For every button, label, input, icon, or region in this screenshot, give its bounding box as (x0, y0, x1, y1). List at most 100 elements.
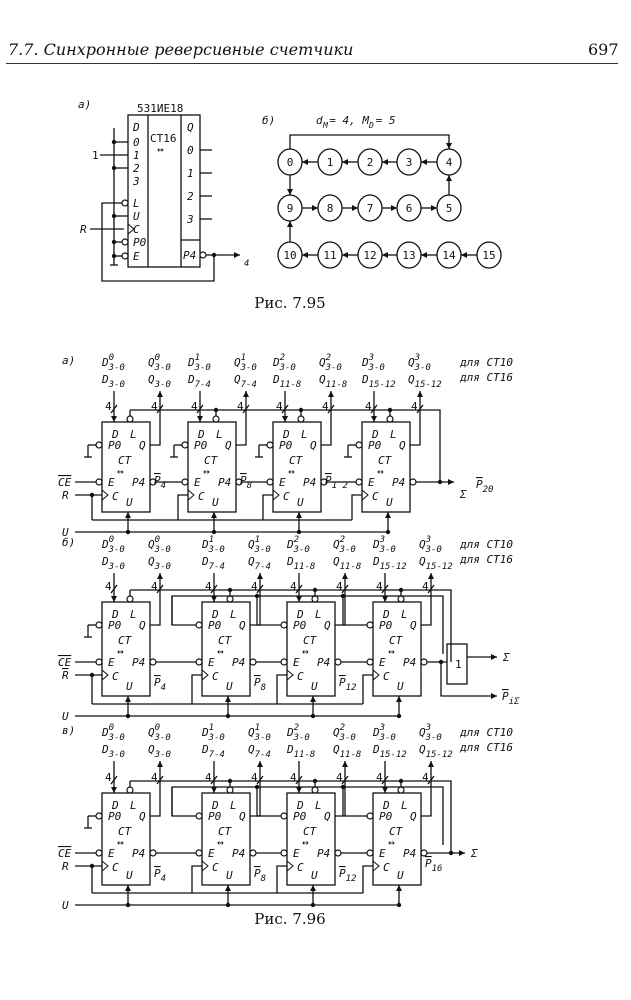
transition (289, 134, 450, 149)
pin-ct: CT (204, 454, 219, 467)
pin-u: U (311, 869, 318, 882)
direction-arrow: ↔ (288, 465, 295, 478)
bus-slash (370, 404, 378, 414)
counter-body (187, 421, 237, 513)
p0-wire (171, 596, 196, 626)
q-label-ct16: Q3-0 (148, 373, 171, 390)
arrow-head (111, 787, 117, 793)
bus-width-label: 4 (376, 580, 383, 593)
counter-body (286, 792, 336, 886)
pin-q: Q (410, 619, 417, 632)
pin-e: E (293, 847, 300, 860)
state-label: 5 (446, 202, 453, 215)
d-label-ct16: D15-12 (372, 555, 407, 572)
arrow-head (446, 143, 452, 149)
inversion-bubble (95, 621, 103, 629)
arrow-head (448, 479, 454, 485)
pin-l: L (315, 608, 322, 621)
state-label: 8 (327, 202, 334, 215)
inversion-bubble (355, 441, 363, 449)
pin-e: E (293, 656, 300, 669)
arrow-head (125, 885, 131, 891)
pin-l: L (130, 608, 137, 621)
pin-q: Q (139, 619, 146, 632)
note-ct10: для CT10 (459, 538, 513, 551)
clock-triangle (101, 668, 109, 682)
arrow-head (287, 189, 293, 195)
or-gate-label: 1 (455, 658, 462, 671)
inversion-bubble (95, 812, 103, 820)
pin-c: C (112, 490, 119, 503)
pin-d: D (111, 799, 119, 812)
carry-label: P16 (425, 857, 442, 874)
state-label: 10 (283, 249, 296, 262)
inversion-bubble (311, 786, 319, 794)
inversion-bubble (199, 251, 207, 259)
sum-label: Σ (502, 651, 510, 664)
bus-slash (341, 775, 349, 785)
clock-wire (276, 674, 287, 704)
pin-l: L (230, 799, 237, 812)
direction-arrow: ↔ (157, 143, 164, 156)
d-label-ct16: D3-0 (101, 373, 125, 390)
bus-width-label: 4 (191, 400, 198, 413)
pin-p4: P4 (218, 476, 231, 489)
arrow-head (328, 391, 334, 397)
arrow-head (211, 787, 217, 793)
pin-q: Q (239, 619, 246, 632)
right-pin-label: 2 (187, 190, 194, 203)
inversion-bubble (397, 786, 405, 794)
arrow-head (491, 693, 497, 699)
arrow-head (459, 850, 465, 856)
pin-l: L (401, 608, 408, 621)
inversion-bubble (280, 812, 288, 820)
pin-e: E (279, 476, 286, 489)
clock-triangle (127, 222, 135, 236)
part-b-label: б) (262, 114, 275, 127)
bus-slash (110, 404, 118, 414)
bus-slash (210, 584, 218, 594)
page-number: 697 (588, 40, 619, 59)
arrow-head (382, 252, 388, 258)
inversion-bubble (126, 595, 134, 603)
pin-u: U (397, 869, 404, 882)
note-ct16: для CT16 (459, 371, 513, 384)
p0-wire (256, 787, 281, 817)
formula-m-subscript: D (368, 121, 374, 130)
arrow-head (342, 761, 348, 767)
bus-slash (341, 584, 349, 594)
d-label-ct16: D15-12 (372, 743, 407, 760)
junction-dot (111, 253, 117, 259)
q-label-ct16: Q7-4 (248, 743, 271, 760)
pin-p0: P0 (279, 439, 293, 452)
p0-wire (256, 596, 281, 626)
r-input-label: R (62, 489, 69, 502)
bus-slash (427, 584, 435, 594)
note-ct16: для CT16 (459, 741, 513, 754)
bus-width-label: 4 (290, 580, 297, 593)
left-pin-label: 3 (132, 175, 140, 188)
direction-arrow: ↔ (377, 465, 384, 478)
direction-arrow: ↔ (388, 645, 395, 658)
pin-l: L (130, 428, 137, 441)
state-label: 1 (327, 156, 334, 169)
inversion-bubble (249, 849, 257, 857)
bus-slash (110, 584, 118, 594)
bus-width-label: 4 (237, 400, 244, 413)
pin-c: C (383, 861, 390, 874)
inversion-bubble (366, 812, 374, 820)
pin-p0: P0 (108, 810, 122, 823)
inversion-bubble (95, 441, 103, 449)
p0-wire (342, 596, 367, 626)
inversion-bubble (249, 658, 257, 666)
pin-d: D (296, 608, 304, 621)
right-pin-label: 0 (187, 144, 194, 157)
pin-p0: P0 (368, 439, 382, 452)
